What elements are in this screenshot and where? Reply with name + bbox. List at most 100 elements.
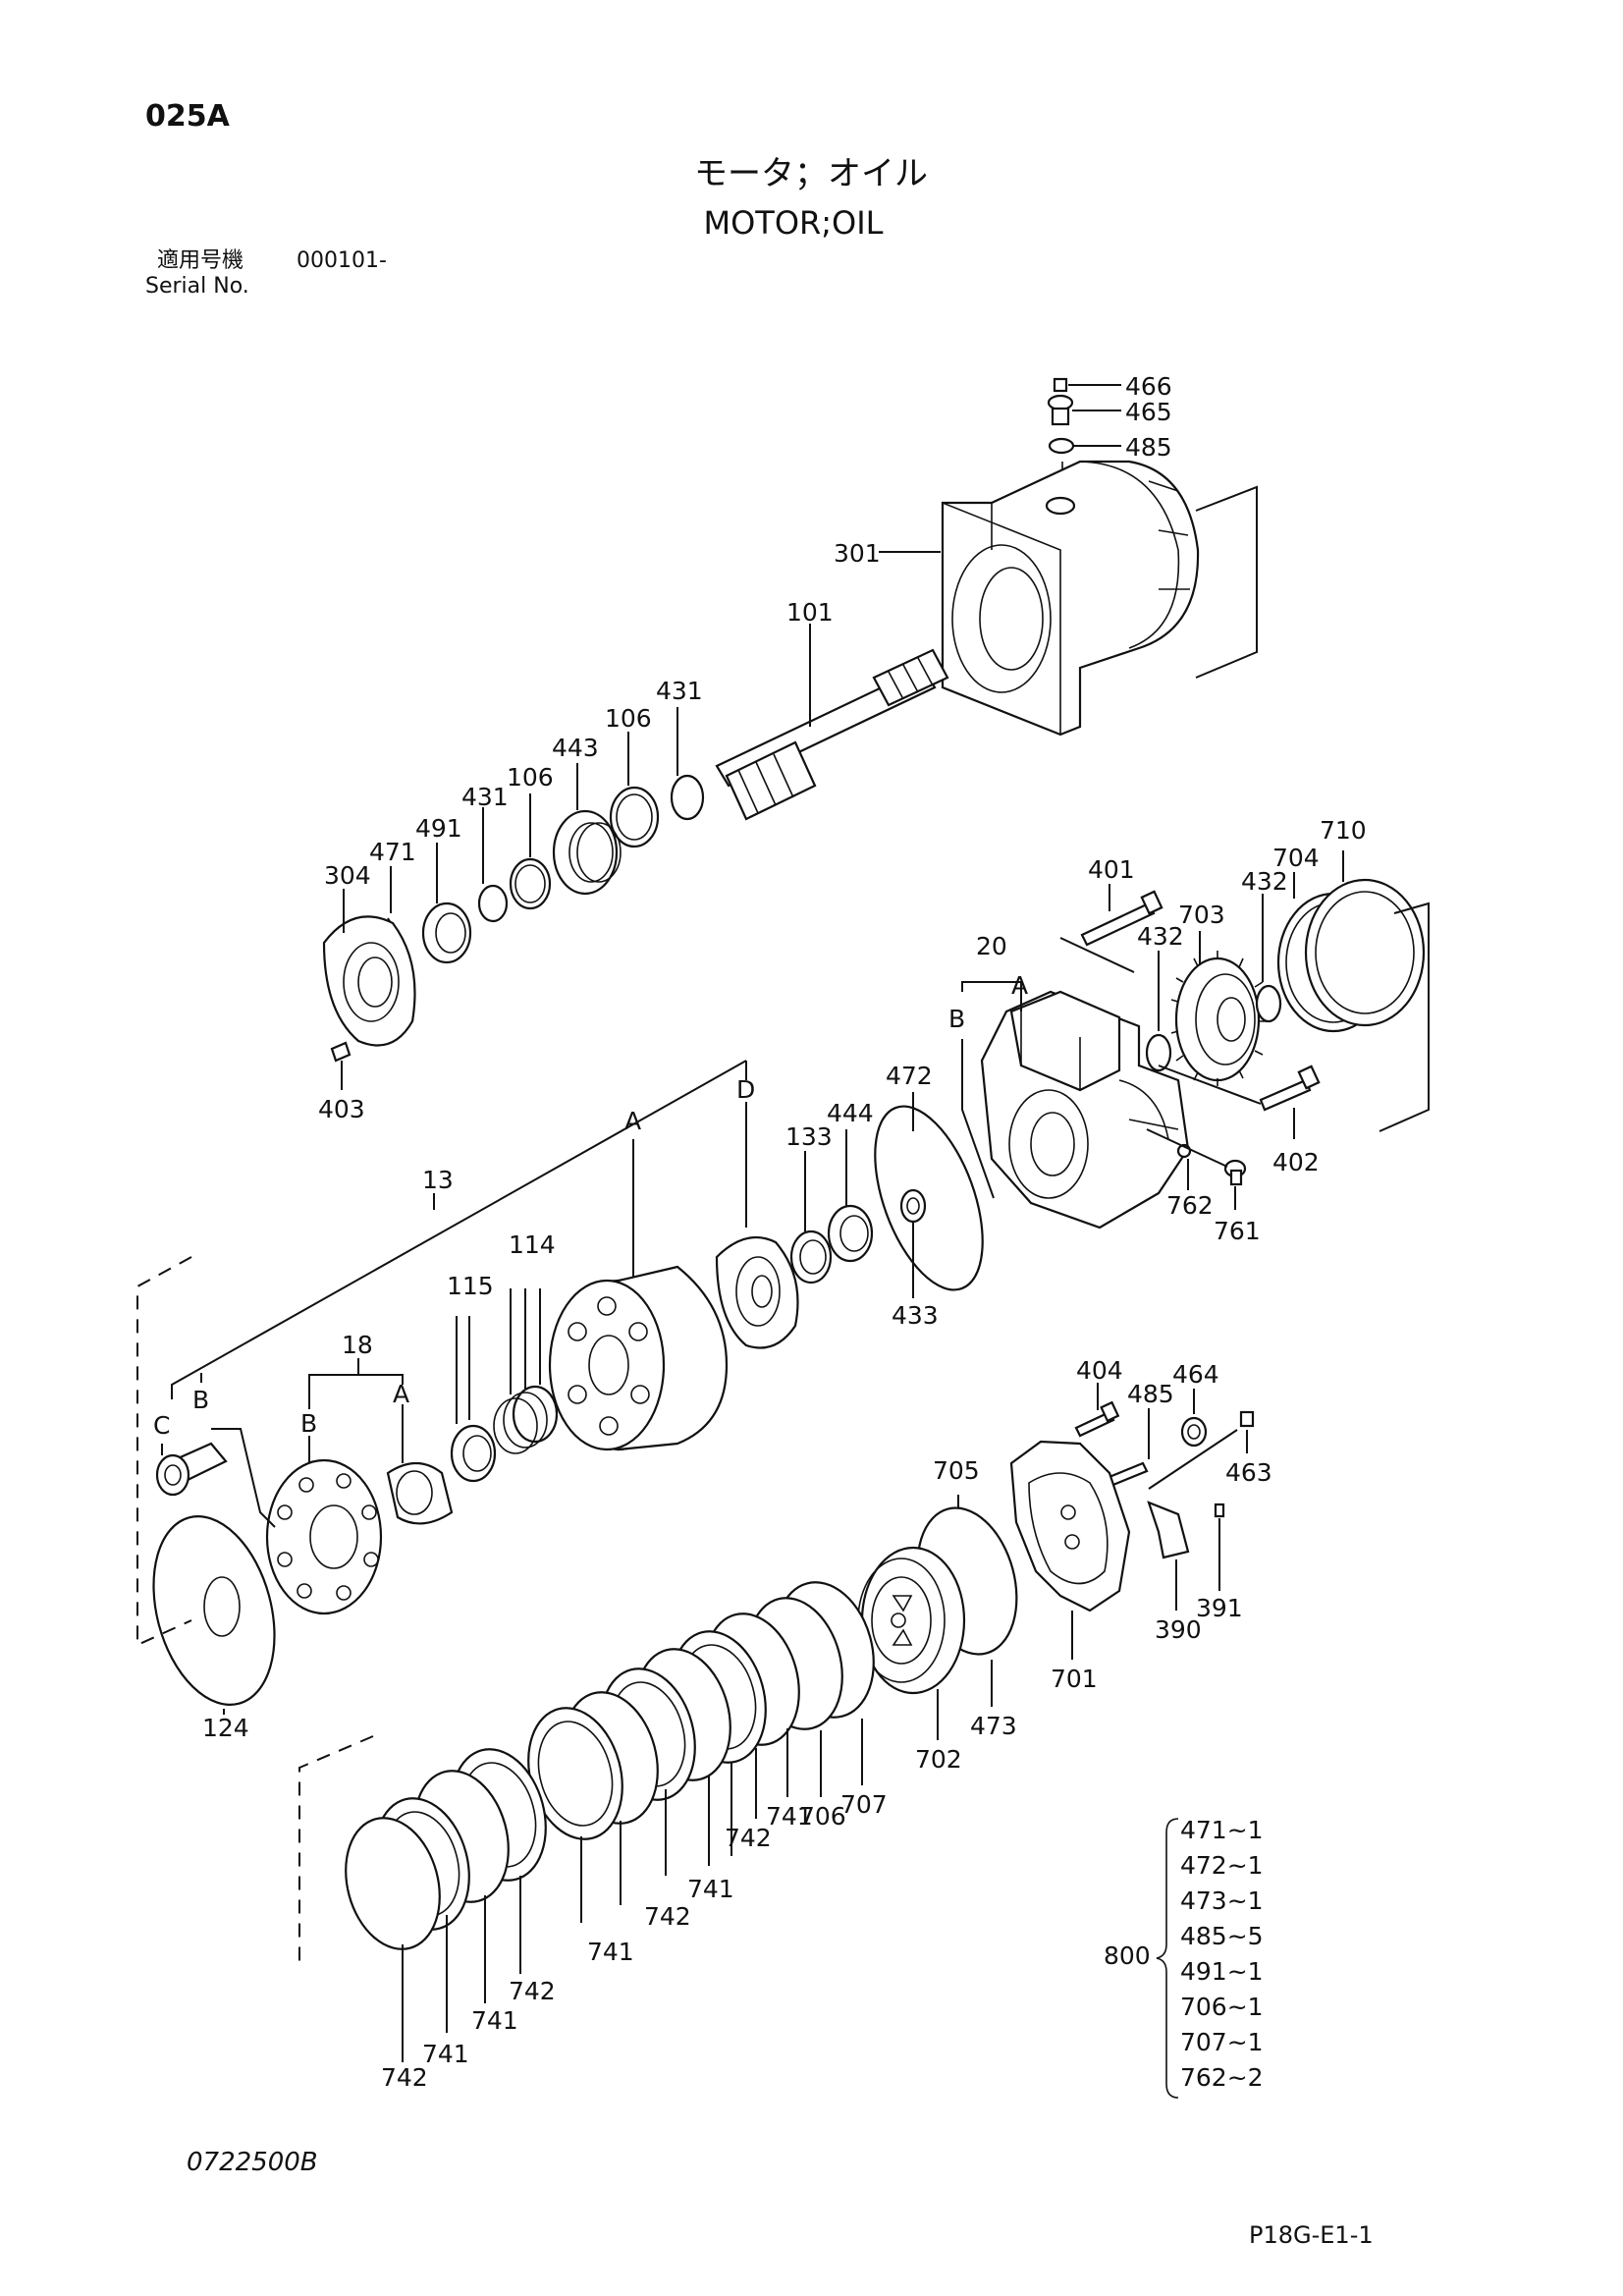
callout-741-a: 741: [766, 1802, 813, 1831]
callout-485: 485: [1125, 433, 1172, 462]
part-433-pin: [899, 1188, 927, 1224]
part-valve-plate: [715, 1235, 799, 1349]
part-485-oring: [1048, 437, 1121, 455]
drawing-number: 0722500B: [187, 2148, 318, 2177]
part-464-plug: [1180, 1416, 1208, 1448]
leader-b-piston: [211, 1428, 276, 1528]
callout-701: 701: [1051, 1665, 1098, 1693]
part-472-oring: [874, 1105, 984, 1291]
callout-124: 124: [202, 1714, 249, 1742]
part-432-snap-ring-upper: [1255, 984, 1282, 1023]
title-english: MOTOR;OIL: [704, 204, 884, 242]
kit-item-4: 485~5: [1180, 1922, 1264, 1950]
callout-705: 705: [933, 1456, 980, 1485]
callout-742-c: 742: [509, 1977, 556, 2005]
serial-range: 000101-: [297, 248, 387, 273]
part-390-bracket: [1147, 1501, 1190, 1559]
label-b-block: B: [192, 1386, 209, 1414]
callout-403: 403: [318, 1095, 365, 1123]
callout-444: 444: [827, 1099, 874, 1127]
part-301-housing: [941, 460, 1200, 737]
callout-491: 491: [415, 814, 462, 843]
disc-741-6: [345, 1817, 441, 1950]
kit-item-8: 762~2: [1180, 2063, 1264, 2092]
frame-13-left: [136, 1256, 192, 1647]
callout-707: 707: [840, 1790, 888, 1819]
callout-473: 473: [970, 1712, 1017, 1740]
callout-703: 703: [1178, 901, 1225, 929]
callout-133: 133: [785, 1122, 833, 1151]
callout-114: 114: [509, 1230, 556, 1259]
label-b-valve: B: [948, 1005, 965, 1033]
callout-741-c: 741: [587, 1938, 634, 1966]
kit-item-2: 472~1: [1180, 1851, 1264, 1880]
part-124-swash-plate: [152, 1515, 276, 1706]
callout-301: 301: [834, 539, 881, 568]
callout-464: 464: [1172, 1360, 1219, 1389]
part-404-bolt: [1074, 1400, 1120, 1438]
callout-432-lower: 432: [1137, 922, 1184, 951]
callout-432-upper: 432: [1241, 867, 1288, 896]
part-402-bolt: [1259, 1065, 1321, 1112]
leader-402: [1158, 1065, 1262, 1105]
callout-404: 404: [1076, 1356, 1123, 1385]
part-106-ring-lower: [509, 857, 552, 910]
part-444-bearing: [827, 1204, 874, 1263]
callout-labels: 466 465 485 301 101 431 106 443 106 431 …: [202, 372, 1367, 2092]
disc-leaders: [402, 1728, 788, 2062]
kit-item-3: 473~1: [1180, 1886, 1264, 1915]
part-114-springs: [493, 1385, 559, 1454]
part-701-cover: [1009, 1440, 1131, 1613]
part-133-bearing: [789, 1230, 833, 1285]
label-d: D: [736, 1075, 755, 1104]
callout-706: 706: [799, 1802, 846, 1831]
part-761-plug: [1223, 1159, 1247, 1186]
callout-391: 391: [1196, 1594, 1243, 1622]
kit-number: 800: [1104, 1941, 1151, 1970]
frame-discs-left: [298, 1735, 374, 1964]
bracket-710: [1379, 902, 1430, 1132]
callout-465: 465: [1125, 398, 1172, 426]
leader-20-b: [961, 1039, 995, 1199]
callout-106-upper: 106: [605, 704, 652, 733]
callout-741-d: 741: [471, 2006, 518, 2035]
serial-label-english: Serial No.: [145, 274, 249, 299]
callout-20: 20: [976, 932, 1007, 960]
label-a-block: A: [624, 1107, 641, 1135]
label-b-retainer: B: [300, 1409, 317, 1438]
part-106-ring-upper: [609, 786, 660, 848]
callout-741-b: 741: [687, 1875, 734, 1903]
bracket-301: [1195, 485, 1258, 679]
callout-390: 390: [1155, 1615, 1202, 1644]
leader-20-link: [1059, 937, 1135, 973]
part-401-bolt: [1080, 890, 1163, 947]
seal-kit-800: 800 471~1 472~1 473~1 485~5 491~1 706~1 …: [1104, 1816, 1264, 2099]
part-710-plate: [1304, 878, 1426, 1027]
bracket-18: [308, 1374, 404, 1409]
part-403-bolt: [330, 1041, 352, 1063]
part-465-plug: [1047, 394, 1121, 426]
disc-stack: [345, 1613, 800, 1950]
callout-742-b: 742: [644, 1902, 691, 1931]
callout-18: 18: [342, 1331, 373, 1359]
part-304-cover: [322, 915, 416, 1047]
part-115-ring: [450, 1424, 497, 1483]
page-reference: P18G-E1-1: [1249, 2221, 1374, 2249]
leader-463-link: [1148, 1429, 1238, 1490]
part-432-snap-ring-lower: [1145, 1033, 1172, 1072]
part-463-plug: [1239, 1410, 1255, 1428]
bracket-20: [961, 981, 1021, 992]
part-cylinder-block: [548, 1265, 729, 1451]
part-491-oil-seal: [421, 902, 472, 964]
kit-item-7: 707~1: [1180, 2028, 1264, 2056]
callout-106-lower: 106: [507, 763, 554, 792]
callout-485-lower: 485: [1127, 1380, 1174, 1408]
part-431-snap-ring-lower: [477, 884, 509, 923]
callout-761: 761: [1214, 1217, 1261, 1245]
part-466-plug: [1053, 377, 1121, 393]
callout-431-lower: 431: [461, 783, 509, 811]
kit-item-6: 706~1: [1180, 1993, 1264, 2021]
leader-761-link: [1146, 1128, 1228, 1168]
serial-label-japanese: 適用号機: [157, 248, 243, 273]
